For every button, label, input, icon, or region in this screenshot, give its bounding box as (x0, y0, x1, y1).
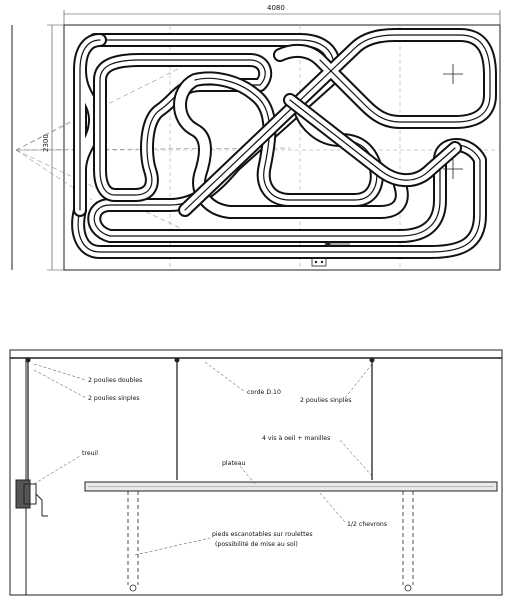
label-chevrons: 1/2 chevrons (347, 521, 387, 528)
elevation-frame (9, 349, 503, 596)
label-vis-oeil: 4 vis à oeil + manilles (262, 434, 330, 442)
race-track (71, 28, 497, 259)
label-poulies-doubles: 2 poulies doubles (88, 377, 142, 384)
pulley-right-icon (369, 357, 375, 363)
height-dimension-label: 2300 (42, 134, 50, 152)
ropes (27, 362, 373, 488)
control-box (311, 257, 327, 267)
label-pieds-line2: (possibilité de mise au sol) (215, 540, 298, 548)
winch-icon (15, 479, 48, 517)
side-elevation-view: 2 poulies doubles 2 poulies sinples cord… (9, 349, 503, 596)
label-pieds-line1: pieds escanotables sur roulettes (212, 531, 313, 538)
label-poulies-simples-left: 2 poulies sinples (88, 395, 140, 402)
board-outline (63, 24, 501, 271)
start-arrow (324, 240, 350, 248)
center-markers (443, 64, 463, 179)
track-plan-view: 4080 2300 (11, 4, 501, 271)
legs (127, 491, 414, 592)
label-treuil: treuil (82, 450, 98, 457)
width-dimension-label: 4080 (267, 4, 285, 12)
height-dimension: 2300 (42, 24, 64, 271)
label-poulies-simples-right: 2 poulies sinples (300, 397, 352, 404)
width-dimension: 4080 (63, 4, 501, 25)
pulley-middle-icon (174, 357, 180, 363)
label-plateau: plateau (222, 460, 245, 467)
leader-lines (33, 361, 373, 556)
label-corde: corde D.10 (247, 389, 281, 396)
pulley-left-icon (25, 357, 31, 363)
